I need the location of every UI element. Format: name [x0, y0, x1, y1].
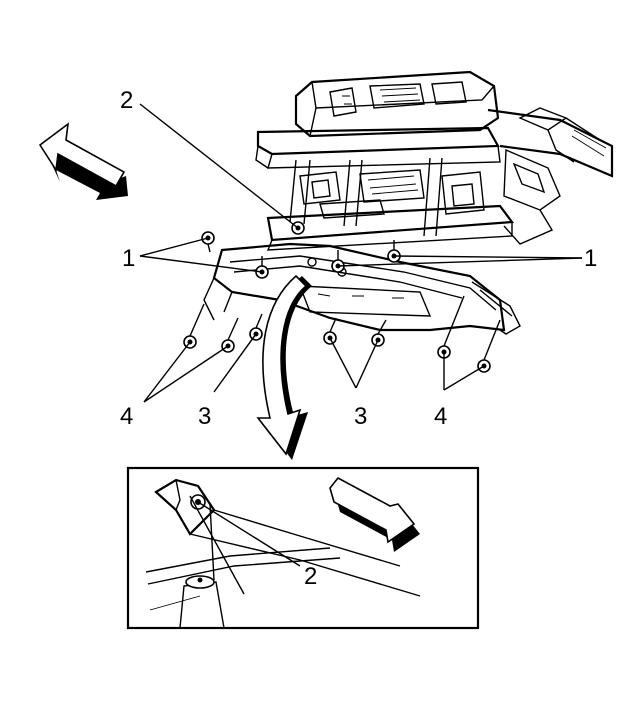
callout-4-left: 4: [120, 403, 133, 430]
detail-inset: [126, 466, 480, 630]
fastener-1c: [331, 250, 345, 273]
inset-direction-arrow-icon: [329, 476, 420, 552]
front-direction-arrow-icon: [38, 122, 128, 200]
callout-2-inset: 2: [304, 563, 317, 590]
frame-assembly: [255, 70, 614, 251]
callout-3-right: 3: [354, 403, 367, 430]
curved-arrow-icon: [256, 274, 312, 460]
fastener-group-1: [201, 231, 401, 279]
leader-lines: [139, 103, 583, 403]
callout-1-left: 1: [122, 245, 135, 272]
callout-1-right: 1: [584, 245, 597, 272]
fastener-1a: [201, 231, 215, 253]
callout-4-right: 4: [434, 403, 447, 430]
callout-3-left: 3: [198, 403, 211, 430]
callout-2-top: 2: [120, 87, 133, 114]
fastener-1b: [255, 256, 269, 279]
